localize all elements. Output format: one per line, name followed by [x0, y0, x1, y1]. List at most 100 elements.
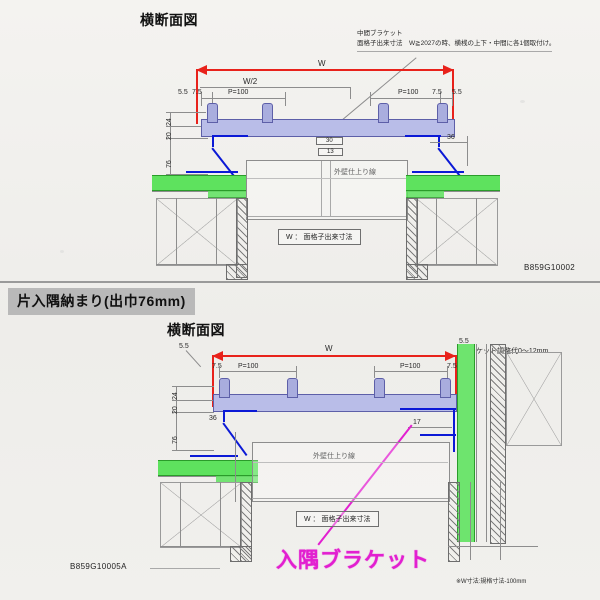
lattice-bar-bottom	[213, 394, 457, 412]
drawing-number-rule	[150, 568, 220, 569]
dim-label-36-top: 36	[447, 134, 455, 141]
footnote-bottom: ※W寸法:規格寸法-100mm	[456, 579, 527, 585]
dim-tick-r2	[440, 92, 441, 106]
dim-label-5p5-left-bottom: 5.5	[179, 343, 189, 350]
dim-tick-br2	[447, 366, 448, 378]
dim-label-24-top: 24	[166, 118, 173, 126]
dim-half-tick	[350, 87, 351, 99]
wall-finish-line-top	[246, 178, 416, 179]
wall-finish-line-bottom	[252, 462, 448, 463]
legend-box-top: W ： 面格子出来寸法	[278, 229, 361, 245]
dim-vert-t3	[166, 138, 208, 139]
dim-36-tick-top	[467, 136, 468, 166]
opening-frame-top	[246, 160, 408, 220]
callout-underline	[357, 51, 552, 52]
lattice-post-2-bottom	[287, 378, 298, 398]
center-member-l-top	[321, 160, 322, 216]
dim-tick-bl2	[296, 366, 297, 378]
dim-5p5-leader-bottom	[185, 350, 202, 368]
dim-vert-b2	[172, 400, 214, 401]
stud-frame-right-top	[416, 198, 498, 266]
left-return-line	[235, 432, 236, 502]
lattice-post-2-top	[262, 103, 273, 123]
paper-speck-1	[520, 100, 525, 103]
lattice-bar-top	[201, 119, 455, 137]
sill-hatch-left-top	[226, 264, 248, 280]
insulation-right-strip	[406, 190, 444, 198]
stud-frame-left-bottom	[160, 482, 242, 548]
drawing-number-top: B859G10002	[524, 263, 576, 272]
lattice-post-4-top	[437, 103, 448, 123]
dim-label-pitch-left-bottom: P=100	[238, 363, 259, 370]
lattice-post-4-bottom	[440, 378, 451, 398]
corner-stud-frame	[506, 352, 562, 446]
dim-vert-chain-bottom	[176, 386, 177, 450]
dim-label-7p5-left-top: 7.5	[192, 89, 202, 96]
stud-r1	[436, 198, 437, 264]
bracket-left-foot-bottom	[190, 455, 238, 458]
dim-vert-t2	[166, 126, 208, 127]
dim-label-24-bottom: 24	[172, 392, 179, 400]
dim-label-7p5-left-bottom: 7.5	[212, 363, 222, 370]
callout-line-2: 面格子出来寸法 W≧2027の時、横桟の上下・中間に各1個取付け。	[357, 40, 556, 47]
dim-pitch-right-line-bottom	[374, 371, 448, 372]
stud-l1	[176, 198, 177, 264]
lattice-post-3-top	[378, 103, 389, 123]
corner-wall-line-1	[476, 344, 477, 542]
dim-vert-b1	[172, 386, 214, 387]
dim-arrow-left-bottom	[212, 351, 223, 361]
bracket-left-bottom-h	[223, 410, 257, 413]
dim-overall-line-top	[196, 69, 454, 71]
dim-label-76-bottom: 76	[172, 436, 179, 444]
bottom-panel-banner: 片入隅納まり(出巾76mm)	[8, 288, 195, 315]
dim-label-20-bottom: 20	[172, 406, 179, 414]
dim-label-20-top: 20	[166, 132, 173, 140]
dim-label-W2: W/2	[243, 77, 258, 86]
dim-label-W-top: W	[318, 59, 326, 68]
bracket-left-top-h	[212, 135, 248, 138]
drawing-number-bottom: B859G10005A	[70, 562, 127, 571]
opening-frame-bottom	[252, 442, 450, 502]
wall-finish-label-top: 外壁仕上り線	[334, 169, 376, 176]
dim-label-17-bottom: 17	[413, 419, 421, 426]
dim-label-pitch-right-top: P=100	[398, 89, 419, 96]
dim-vert-b4	[172, 450, 214, 451]
top-panel: 横断面図 中間ブラケット 面格子出来寸法 W≧2027の時、横桟の上下・中間に各…	[0, 0, 600, 282]
bottom-panel: 片入隅納まり(出巾76mm) 横断面図 5.5 ブラケット調整代0～12mm 5…	[0, 282, 600, 600]
dim-arrow-right-top	[443, 65, 454, 75]
bracket-left-bottom-v	[223, 410, 226, 422]
dim-vert-b3	[172, 412, 214, 413]
jamb-hatch-right-bottom	[448, 482, 460, 562]
callout-line-1: 中間ブラケット	[357, 30, 403, 37]
dim-ext-right-bottom	[455, 355, 457, 407]
corner-bracket-mid-h	[420, 434, 456, 437]
insulation-right-under	[406, 191, 500, 192]
lattice-post-3-bottom	[374, 378, 385, 398]
dim-tick-r3	[452, 92, 453, 106]
insulation-left-under-bottom	[158, 476, 258, 477]
insulation-left-under	[152, 191, 246, 192]
dim-label-pitch-right-bottom: P=100	[400, 363, 421, 370]
insulation-left-bottom	[158, 460, 258, 476]
stud-r2	[476, 198, 477, 264]
paper-speck-2	[60, 250, 64, 253]
dim-vert-t1	[166, 112, 206, 113]
dim-tick-l2	[212, 92, 213, 106]
insulation-left-top	[152, 175, 246, 191]
corner-bracket-vert	[453, 408, 456, 452]
stud-l2	[216, 198, 217, 264]
dim-tick-l1	[201, 92, 202, 106]
wall-finish-label-bottom: 外壁仕上り線	[313, 453, 355, 460]
dim-arrow-left-top	[196, 65, 207, 75]
dim-tick-l3	[285, 92, 286, 106]
corner-jamb-line-1	[470, 482, 471, 560]
bottom-panel-title: 横断面図	[167, 322, 225, 338]
dim-17-line	[408, 427, 452, 428]
sill-hatch-left-bottom	[230, 546, 252, 562]
dim-pitch-left-line	[201, 98, 285, 99]
dim-label-7p5-right-bottom: 7.5	[447, 363, 457, 370]
panel-divider	[0, 281, 600, 283]
top-panel-title: 横断面図	[140, 12, 198, 28]
sill-line-top	[246, 216, 406, 217]
